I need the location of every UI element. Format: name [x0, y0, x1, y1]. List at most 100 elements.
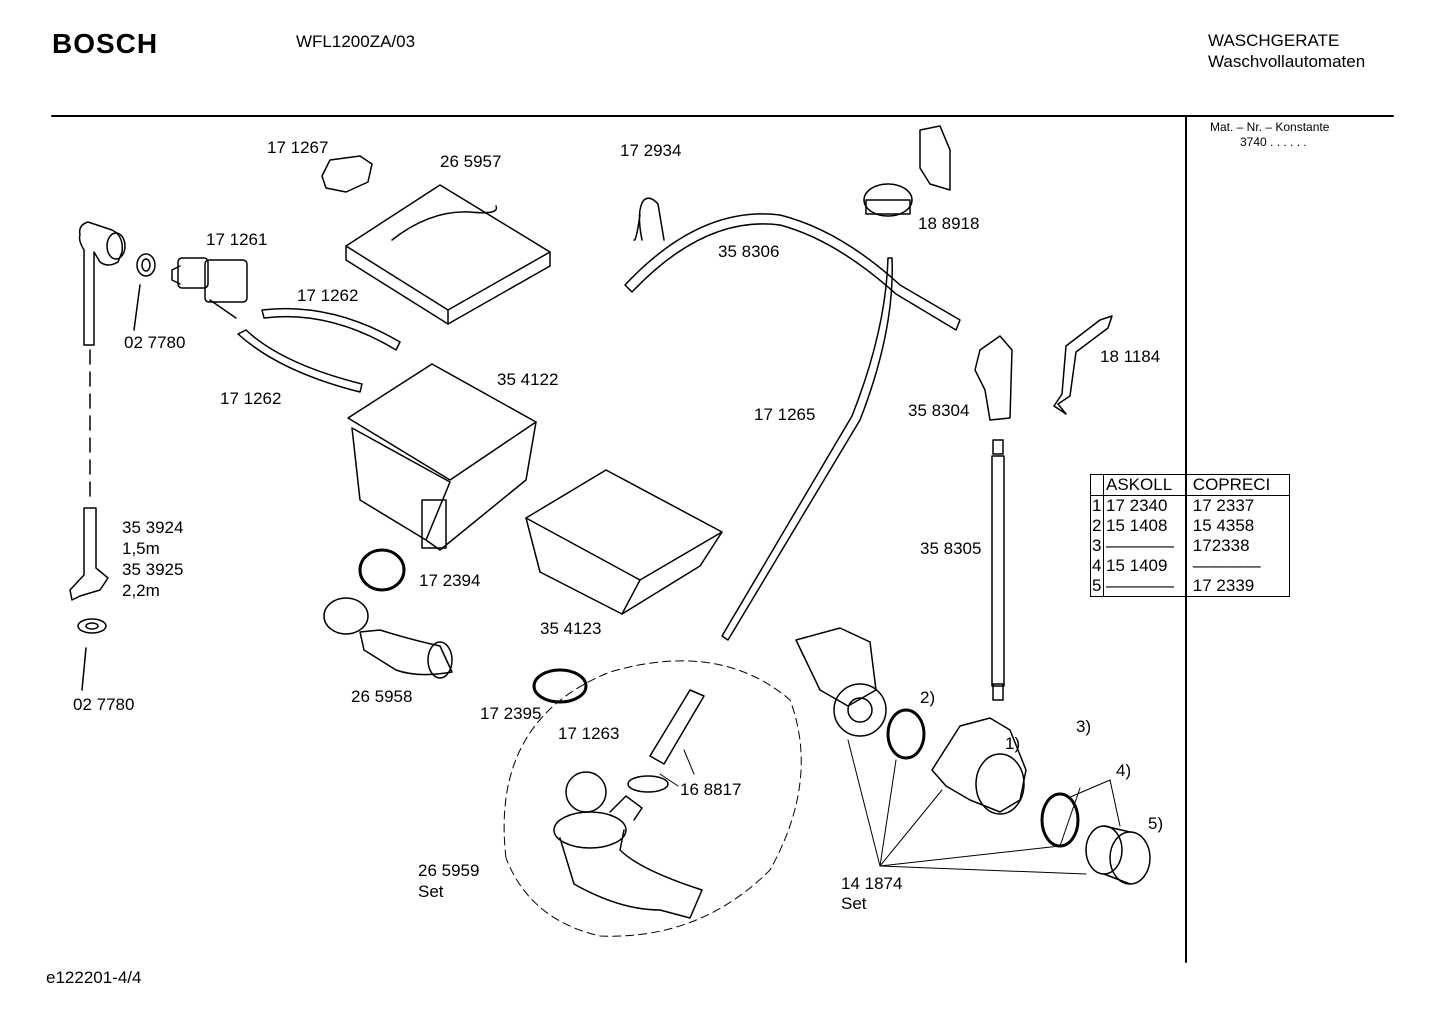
part-label-171261: 17 1261: [206, 230, 268, 249]
table-cell-copreci: ————: [1192, 556, 1261, 575]
ref-label-4: 4): [1116, 761, 1132, 780]
seal-172395-drawing: [532, 668, 588, 704]
part-label-353925-length: 2,2m: [122, 581, 160, 600]
hook-clip-drawing: [633, 197, 665, 241]
valve-drawing: [171, 257, 248, 319]
pressure-hose-drawing: [624, 213, 961, 331]
part-label-171262-lower: 17 1262: [220, 389, 282, 408]
part-label-172394: 17 2394: [419, 571, 481, 590]
part-label-172934: 17 2934: [620, 141, 682, 160]
ball-valve-drawing: [565, 771, 607, 813]
part-label-353924-length: 1,5m: [122, 539, 160, 558]
ref-label-3: 3): [1076, 717, 1092, 736]
part-label-188918: 18 8918: [918, 214, 980, 233]
drawer-insert-drawing: [525, 469, 723, 615]
part-label-168817: 16 8817: [680, 780, 742, 799]
hose-connector-drawing: [69, 507, 109, 691]
category-title: WASCHGERATE: [1208, 31, 1340, 50]
table-row: 4 15 1409 ————: [1090, 556, 1290, 576]
page-footer-code: e122201-4/4: [46, 968, 142, 987]
part-label-141874: 14 1874: [841, 874, 903, 893]
part-label-027780-bottom: 02 7780: [73, 695, 135, 714]
hose-connector-358304-drawing: [974, 335, 1013, 455]
part-label-171262-upper: 17 1262: [297, 286, 359, 305]
part-label-141874-set: Set: [841, 894, 867, 913]
part-label-353925: 35 3925: [122, 560, 184, 579]
hose-lower-drawing: [237, 329, 363, 393]
table-cell-index: 2: [1090, 516, 1104, 536]
seal-172394-drawing: [358, 548, 406, 592]
material-constant-value: 3740 . . . . . .: [1240, 135, 1307, 149]
hose-bracket-drawing: [1053, 315, 1113, 415]
table-header-copreci: COPRECI: [1190, 474, 1290, 496]
hose-358305-end: [992, 683, 1004, 701]
table-cell-copreci: 172338: [1192, 536, 1250, 555]
dispenser-top-tray-drawing: [345, 184, 551, 325]
table-header-row: ASKOLL COPRECI: [1090, 474, 1290, 496]
table-cell-copreci: 17 2337: [1192, 496, 1255, 515]
part-label-265957: 26 5957: [440, 152, 502, 171]
table-cell-copreci: 17 2339: [1192, 576, 1255, 595]
bellows-hose-drawing: [323, 597, 453, 679]
part-label-358305: 35 8305: [920, 539, 982, 558]
table-cell-copreci: 15 4358: [1192, 516, 1255, 535]
part-label-265958: 26 5958: [351, 687, 413, 706]
part-label-354122: 35 4122: [497, 370, 559, 389]
hose-upper-drawing: [261, 307, 401, 351]
table-row: 1 17 2340 17 2337: [1090, 495, 1290, 516]
tube-171263-drawing: [649, 689, 705, 765]
part-label-027780-top: 02 7780: [124, 333, 186, 352]
model-number: WFL1200ZA/03: [296, 32, 416, 51]
table-row: 2 15 1408 15 4358: [1090, 516, 1290, 536]
filter-seal-drawing: [1040, 792, 1080, 848]
leader-line: [133, 284, 141, 331]
clip-cover-drawing: [321, 155, 373, 193]
ref-label-1: 1): [1005, 734, 1021, 753]
table-cell-index: 4: [1090, 556, 1104, 576]
pump-filter-drawing: [1085, 825, 1151, 885]
seal-ring-inner: [141, 258, 151, 272]
table-cell-index: 3: [1090, 536, 1104, 556]
clamp-168817-drawing: [627, 775, 669, 793]
vent-hose-drawing: [721, 257, 893, 641]
table-row: 5 ———— 17 2339: [1090, 576, 1290, 597]
part-label-171265: 17 1265: [754, 405, 816, 424]
ref-label-2: 2): [920, 688, 936, 707]
pump-seal-drawing: [886, 708, 926, 760]
part-label-181184: 18 1184: [1100, 347, 1161, 366]
supplier-parts-table: ASKOLL COPRECI 1 17 2340 17 2337 2 15 14…: [1090, 474, 1290, 597]
part-label-265959: 26 5959: [418, 861, 480, 880]
part-label-353924: 35 3924: [122, 518, 184, 537]
part-label-265959-set: Set: [418, 882, 444, 901]
detergent-drawer-drawing: [347, 363, 537, 551]
set-outline-drawing: [503, 660, 802, 937]
material-constant-label: Mat. – Nr. – Konstante: [1210, 120, 1330, 134]
part-label-172395: 17 2395: [480, 704, 542, 723]
hose-358305-drawing: [991, 455, 1005, 687]
leader-fan-141874: [659, 739, 1121, 875]
seal-ring-drawing: [136, 253, 156, 277]
table-cell-index: 1: [1090, 495, 1104, 516]
table-cell-index: 5: [1090, 576, 1104, 597]
part-label-171267: 17 1267: [267, 138, 329, 157]
sump-hose-drawing: [553, 795, 703, 919]
table-header-index: [1090, 474, 1104, 496]
category-subtitle: Waschvollautomaten: [1208, 52, 1366, 71]
table-cell-askoll: 17 2340: [1106, 496, 1168, 515]
ref-label-5: 5): [1148, 814, 1164, 833]
part-label-171263: 17 1263: [558, 724, 620, 743]
drain-pump-drawing: [795, 627, 887, 737]
part-label-354123: 35 4123: [540, 619, 602, 638]
part-label-358304: 35 8304: [908, 401, 970, 420]
pressure-switch-drawing: [863, 125, 951, 217]
table-header-askoll: ASKOLL: [1103, 474, 1191, 496]
brand-logo: BOSCH: [52, 28, 159, 59]
inlet-elbow-drawing: [78, 221, 126, 501]
table-row: 3 ———— 172338: [1090, 536, 1290, 556]
table-cell-askoll: 15 1409: [1106, 556, 1168, 575]
part-label-358306: 35 8306: [718, 242, 780, 261]
table-cell-askoll: ————: [1106, 536, 1174, 555]
table-cell-askoll: 15 1408: [1106, 516, 1168, 535]
table-cell-askoll: ————: [1106, 576, 1174, 595]
